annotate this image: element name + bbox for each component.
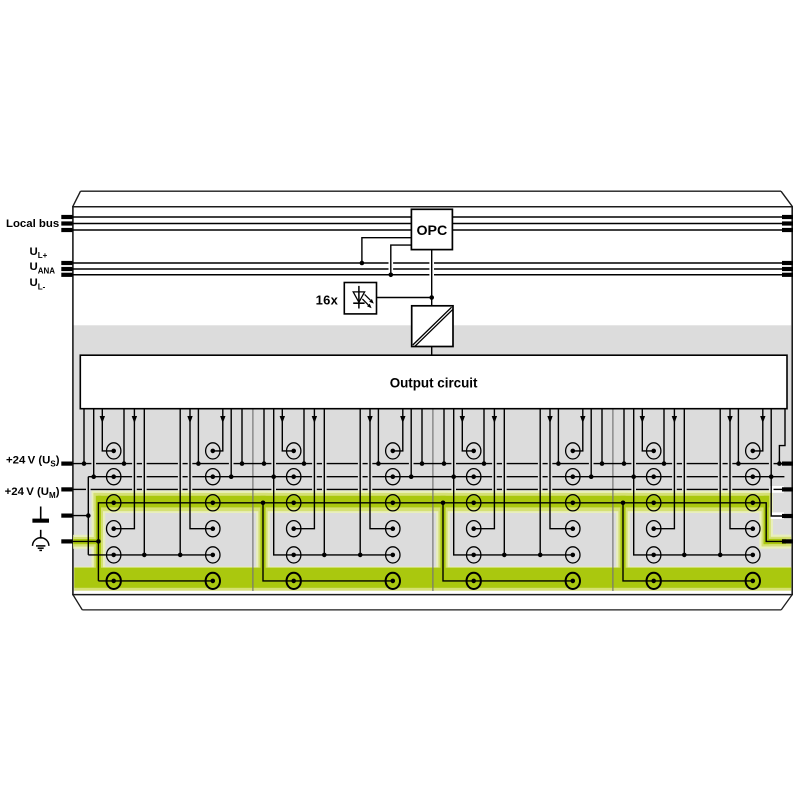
svg-text:+24 V (UM): +24 V (UM): [5, 486, 60, 500]
svg-text:Local bus: Local bus: [6, 218, 59, 230]
svg-text:+24 V (US): +24 V (US): [6, 454, 60, 468]
svg-text:OPC: OPC: [417, 223, 448, 239]
svg-text:16x: 16x: [316, 292, 339, 307]
svg-text:Output circuit: Output circuit: [390, 376, 478, 391]
